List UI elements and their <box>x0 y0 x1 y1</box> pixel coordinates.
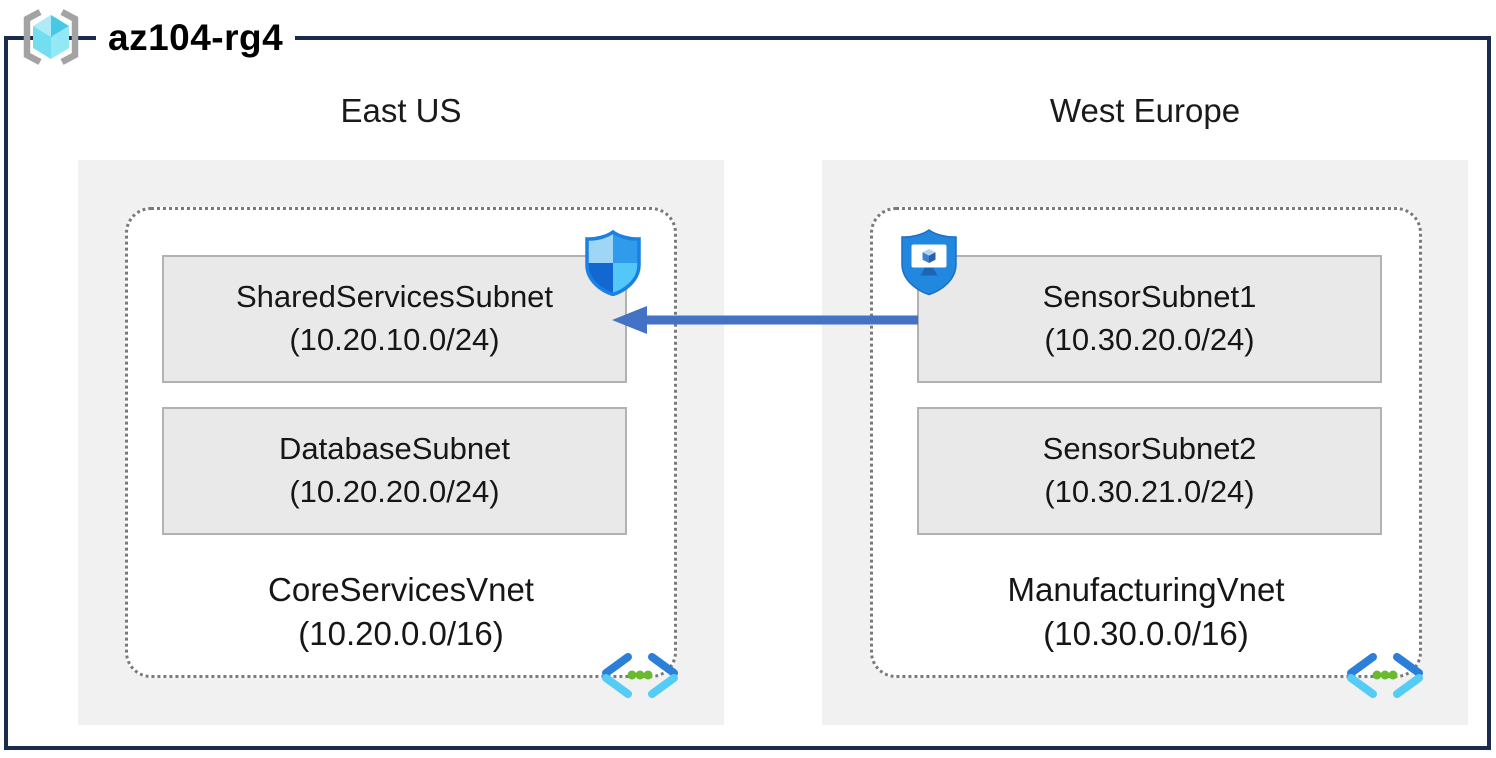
subnet-cidr: (10.20.10.0/24) <box>289 322 500 357</box>
vnet-name: ManufacturingVnet <box>1007 571 1285 608</box>
subnet-name: SensorSubnet2 <box>1042 431 1257 467</box>
virtual-network-icon <box>602 653 678 698</box>
subnet-cidr: (10.20.20.0/24) <box>289 474 500 509</box>
peering-arrow <box>612 306 918 334</box>
subnet-cidr: (10.30.20.0/24) <box>1044 322 1255 357</box>
network-security-shield-icon <box>585 230 641 296</box>
region-label-east-us: East US <box>340 92 462 129</box>
subnet-name: DatabaseSubnet <box>279 431 510 467</box>
vnet-name: CoreServicesVnet <box>268 571 534 608</box>
virtual-network-icon <box>1347 653 1423 698</box>
subnet-sensor1: SensorSubnet1 (10.30.20.0/24) <box>917 255 1382 383</box>
vnet-cidr: (10.20.0.0/16) <box>298 614 504 652</box>
vnet-label-coreservices: CoreServicesVnet (10.20.0.0/16) <box>125 568 677 655</box>
subnet-sharedservices: SharedServicesSubnet (10.20.10.0/24) <box>162 255 627 383</box>
subnet-sensor2: SensorSubnet2 (10.30.21.0/24) <box>917 407 1382 535</box>
vnet-label-manufacturing: ManufacturingVnet (10.30.0.0/16) <box>870 568 1422 655</box>
region-label-west-europe: West Europe <box>1049 92 1241 129</box>
resource-group-frame <box>4 36 1491 750</box>
subnet-name: SensorSubnet1 <box>1042 279 1257 315</box>
shielded-monitor-icon <box>901 229 957 296</box>
subnet-database: DatabaseSubnet (10.20.20.0/24) <box>162 407 627 535</box>
resource-group-title: az104-rg4 <box>96 13 296 63</box>
subnet-name: SharedServicesSubnet <box>235 279 554 315</box>
resource-group-icon <box>23 9 79 65</box>
subnet-cidr: (10.30.21.0/24) <box>1044 474 1255 509</box>
vnet-cidr: (10.30.0.0/16) <box>1043 614 1249 652</box>
